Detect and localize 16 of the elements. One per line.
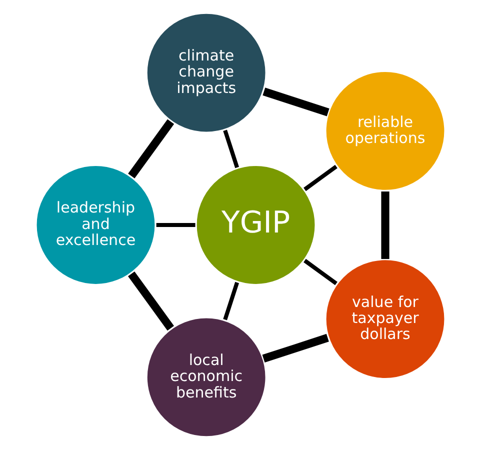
connector <box>303 258 337 286</box>
connector <box>262 334 328 362</box>
node-circle: climate change impacts <box>144 12 268 134</box>
connector <box>262 88 329 116</box>
node-circle: local economic benefits <box>144 316 268 438</box>
node-circle: reliable operations <box>324 70 446 192</box>
node-circle: leadership and excellence <box>34 164 156 286</box>
node-circle: value for taxpayer dollars <box>324 258 446 380</box>
connector <box>156 222 195 228</box>
node-circle: YGIP <box>194 164 317 286</box>
connector <box>303 164 337 192</box>
connector <box>222 130 239 168</box>
connector <box>222 282 239 320</box>
connector <box>128 119 174 178</box>
connector <box>380 192 389 259</box>
connector <box>128 272 174 331</box>
